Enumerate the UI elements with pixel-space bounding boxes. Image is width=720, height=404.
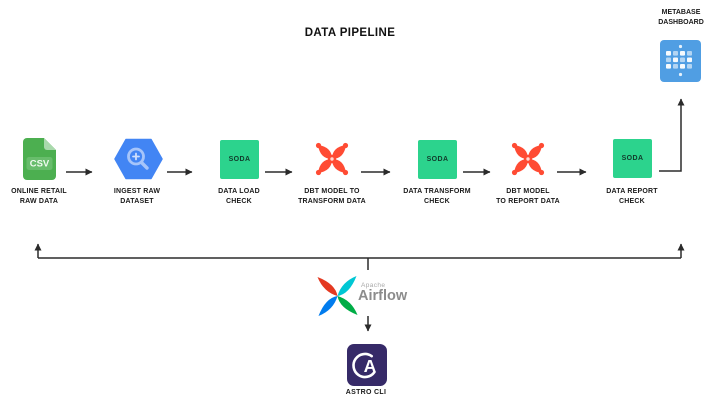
label-line: DATA LOAD — [218, 188, 260, 195]
label-data-report-check: DATA REPORT CHECK — [582, 187, 682, 206]
page-title: DATA PIPELINE — [304, 27, 396, 39]
soda-icon: SODA — [613, 139, 652, 178]
metabase-label-line1: METABASE — [661, 9, 701, 16]
airflow-apache-text: Apache — [361, 282, 386, 289]
label-line: CHECK — [619, 197, 645, 205]
node-online-retail-raw-data: CSV — [22, 137, 57, 181]
label-line: INGEST RAW — [113, 188, 161, 195]
label-line: DATASET — [120, 197, 154, 205]
soda-icon: SODA — [220, 140, 259, 179]
dbt-icon — [315, 142, 349, 176]
astro-icon-letter: A — [364, 356, 377, 376]
label-data-load-check: DATA LOAD CHECK — [189, 187, 289, 206]
label-line: ONLINE RETAIL — [11, 188, 67, 195]
label-line: DBT MODEL TO — [304, 188, 360, 195]
label-line: DBT MODEL — [506, 188, 550, 195]
csv-icon-text: CSV — [30, 159, 50, 170]
label-line: TRANSFORM DATA — [298, 197, 366, 205]
label-online-retail-raw-data: ONLINE RETAIL RAW DATA — [0, 187, 89, 206]
bigquery-icon — [114, 138, 163, 180]
node-ingest-raw-dataset — [114, 138, 163, 180]
label-data-transform-check: DATA TRANSFORM CHECK — [387, 187, 487, 206]
label-line: TO REPORT DATA — [496, 197, 560, 205]
label-dbt-model-report: DBT MODEL TO REPORT DATA — [478, 187, 578, 206]
dbt-icon — [511, 142, 545, 176]
label-line: RAW DATA — [19, 197, 59, 205]
label-line: CHECK — [226, 197, 252, 205]
soda-icon-text: SODA — [621, 155, 644, 162]
label-line: DATA TRANSFORM — [403, 188, 471, 195]
csv-file-icon: CSV — [23, 138, 56, 180]
airflow-wordmark: Airflow — [358, 288, 408, 304]
soda-icon-text: SODA — [426, 156, 449, 163]
arrow-soda3-to-metabase — [659, 98, 685, 172]
label-ingest-raw-dataset: INGEST RAW DATASET — [87, 187, 187, 206]
label-line: CHECK — [424, 197, 450, 205]
metabase-label-line2: DASHBOARD — [658, 18, 704, 26]
label-line: DATA REPORT — [606, 188, 658, 195]
astro-cli-icon: A — [347, 344, 387, 386]
metabase-dashboard-label: METABASE DASHBOARD — [636, 8, 720, 27]
soda-icon: SODA — [418, 140, 457, 179]
metabase-dots-icon — [666, 44, 692, 77]
node-dbt-model-report — [509, 140, 547, 178]
airflow-pinwheel-icon — [315, 276, 360, 316]
label-dbt-model-transform: DBT MODEL TO TRANSFORM DATA — [282, 187, 382, 206]
astro-cli-label: ASTRO CLI — [345, 389, 387, 396]
node-dbt-model-transform — [313, 140, 351, 178]
metabase-icon — [660, 40, 701, 82]
soda-icon-text: SODA — [228, 156, 251, 163]
